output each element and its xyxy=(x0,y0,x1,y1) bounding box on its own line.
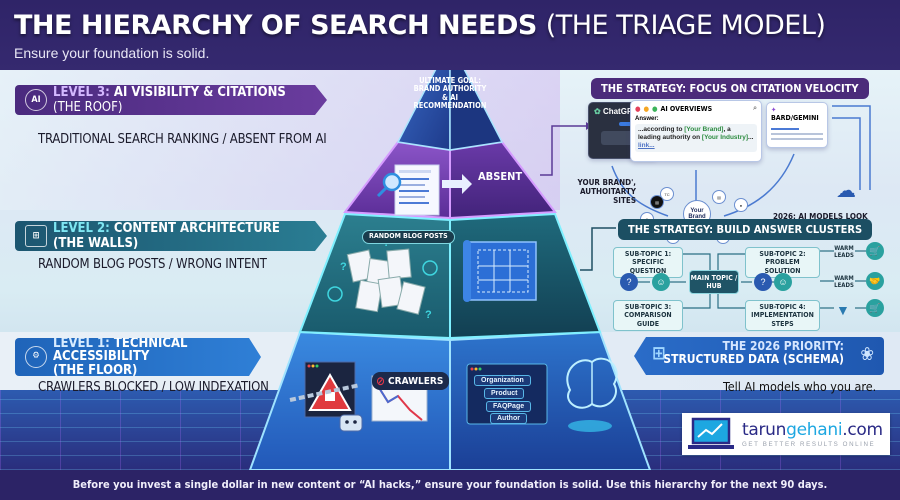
authority-site-node: TC xyxy=(660,187,674,201)
level1-problem: CRAWLERS BLOCKED / LOW INDEXATION xyxy=(38,380,269,395)
prohibited-icon: ⊘ xyxy=(376,374,386,388)
crawlers-label: CRAWLERS xyxy=(388,375,444,387)
industry-highlight: [Your Industry] xyxy=(701,134,749,142)
blocked-crawler-illustration xyxy=(289,361,363,432)
schema-item: Product xyxy=(484,388,525,399)
connector-level3 xyxy=(540,125,586,176)
logo-tagline: GET BETTER RESULTS ONLINE xyxy=(742,441,876,448)
answer-label: Answer: xyxy=(635,116,659,122)
subtopic-4: SUB-TOPIC 4:IMPLEMENTATION STEPS xyxy=(745,300,820,332)
gear-hand-icon: ⚙ xyxy=(25,346,47,368)
level2-name: CONTENT ARCHITECTURE xyxy=(113,221,280,236)
priority-line2: STRUCTURED DATA (SCHEMA) xyxy=(663,352,844,367)
warm-leads-label: WARM LEADS xyxy=(834,245,854,259)
user-icon: ☺ xyxy=(774,273,792,291)
level1-number: LEVEL 1: xyxy=(53,335,110,351)
cluster-lines xyxy=(638,250,866,309)
level3-problem: TRADITIONAL SEARCH RANKING / ABSENT FROM… xyxy=(38,132,327,147)
level2-number: LEVEL 2: xyxy=(53,221,110,236)
random-blog-posts-tag: RANDOM BLOG POSTS xyxy=(362,230,455,244)
user-icon: ☺ xyxy=(652,273,670,291)
schema-item: Organization xyxy=(474,375,531,386)
footer-note: Before you invest a single dollar in new… xyxy=(0,470,900,500)
priority-subtext: Tell AI models who you are. xyxy=(723,379,877,394)
header: THE HIERARCHY OF SEARCH NEEDS (THE TRIAG… xyxy=(0,0,900,70)
level1-banner: ⚙ LEVEL 1: TECHNICAL ACCESSIBILITY(THE F… xyxy=(15,338,261,376)
brand-logo[interactable]: tarungehani.com GET BETTER RESULTS ONLIN… xyxy=(682,413,890,455)
priority-banner: ⊞ THE 2026 PRIORITY: STRUCTURED DATA (SC… xyxy=(634,337,884,375)
level3-banner: AI LEVEL 3: AI VISIBILITY & CITATIONS (T… xyxy=(15,85,327,115)
warm-leads-label: WARM LEADS xyxy=(834,275,854,289)
level1-paren: (THE FLOOR) xyxy=(53,362,138,378)
arrow-right-icon xyxy=(442,174,472,194)
authority-site-node: ● xyxy=(734,198,748,212)
ai-cloud-search-icon: AI xyxy=(25,89,47,111)
level2-problem: RANDOM BLOG POSTS / WRONG INTENT xyxy=(38,257,267,272)
level1-name: TECHNICAL ACCESSIBILITY xyxy=(53,335,188,365)
authority-sites-label: YOUR BRAND', AUTHOITARTY SITES xyxy=(577,178,636,206)
pyramid-apex xyxy=(396,70,504,151)
gemini-label: BARD/GEMINI xyxy=(771,114,819,122)
chatgpt-label: ChatGPT xyxy=(602,107,638,116)
title-light: (THE TRIAGE MODEL) xyxy=(545,10,826,41)
pyramid-graphic: ? ? ? xyxy=(248,70,871,470)
authority-site-node: ▤ xyxy=(712,190,726,204)
strategy-citation-velocity-title: THE STRATEGY: FOCUS ON CITATION VELOCITY xyxy=(591,78,869,99)
search-document-icon xyxy=(376,164,440,216)
shopping-cart-icon: 🛒 xyxy=(866,242,884,260)
level3-number: LEVEL 3: xyxy=(53,85,110,100)
answer-text: ...according to [Your Brand], a leading … xyxy=(635,124,757,153)
user-question-icon: ? xyxy=(754,273,772,291)
title-bold: THE HIERARCHY OF SEARCH NEEDS xyxy=(14,10,537,41)
subtopic-2: SUB-TOPIC 2:PROBLEM SOLUTION xyxy=(745,247,820,279)
brain-icon: ☁ xyxy=(836,180,856,202)
apex-goal-text: ULTIMATE GOAL: BRAND AUTHORITY & AI RECO… xyxy=(413,76,487,110)
schema-diagram-icon: ⊞ xyxy=(652,343,666,364)
logo-name: tarungehani.com xyxy=(742,420,883,440)
subtopic-3: SUB-TOPIC 3:COMPARISON GUIDE xyxy=(613,300,683,332)
schema-item: FAQPage xyxy=(486,401,532,412)
level3-name: AI VISIBILITY & CITATIONS xyxy=(113,85,286,100)
laptop-growth-icon xyxy=(688,417,734,449)
network-nodes-icon: ⊞ xyxy=(25,225,47,247)
svg-text:?: ? xyxy=(340,261,347,273)
answer-link[interactable]: link... xyxy=(638,142,655,150)
strategy-answer-clusters-title: THE STRATEGY: BUILD ANSWER CLUSTERS xyxy=(618,219,873,240)
ai-overviews-card: ●●● AI OVERVIEWS⌕ Answer: ...according t… xyxy=(630,100,762,162)
schema-item: Author xyxy=(490,413,527,424)
blueprint-icon xyxy=(463,240,537,302)
handshake-icon: 🤝 xyxy=(866,272,884,290)
ai-brain-hologram-icon xyxy=(566,357,618,432)
brain-icon: ❀ xyxy=(860,344,874,365)
absent-label: ABSENT xyxy=(478,170,523,183)
svg-text:?: ? xyxy=(425,309,432,321)
subtopic-1: SUB-TOPIC 1:SPECIFIC QUESTION xyxy=(613,247,683,279)
user-question-icon: ? xyxy=(620,273,638,291)
page-title: THE HIERARCHY OF SEARCH NEEDS (THE TRIAG… xyxy=(14,10,826,41)
page-subtitle: Ensure your foundation is solid. xyxy=(14,45,210,61)
funnel-icon: ▼ xyxy=(836,302,850,318)
ai-overviews-label: AI OVERVIEWS xyxy=(660,104,713,113)
shopping-cart-icon: 🛒 xyxy=(866,299,884,317)
gemini-card: ✦ BARD/GEMINI xyxy=(766,102,828,148)
authority-site-node: ▤ xyxy=(650,195,664,209)
priority-line1: THE 2026 PRIORITY: xyxy=(722,339,844,353)
gemini-spark-icon: ✦ xyxy=(771,106,777,114)
chatgpt-logo-icon: ✿ xyxy=(594,107,601,116)
diagram-canvas: ? ? ? xyxy=(0,70,900,470)
crawlers-blocked-badge: ⊘CRAWLERS xyxy=(372,372,450,390)
level2-paren: (THE WALLS) xyxy=(53,236,139,251)
level3-paren: (THE ROOF) xyxy=(53,100,123,115)
connector-level2 xyxy=(580,227,616,271)
brand-highlight: [Your Brand] xyxy=(684,126,724,133)
level2-banner: ⊞ LEVEL 2: CONTENT ARCHITECTURE (THE WAL… xyxy=(15,221,327,251)
main-topic-hub: MAIN TOPIC / HUB xyxy=(689,270,739,294)
search-icon: ⌕ xyxy=(753,104,757,112)
